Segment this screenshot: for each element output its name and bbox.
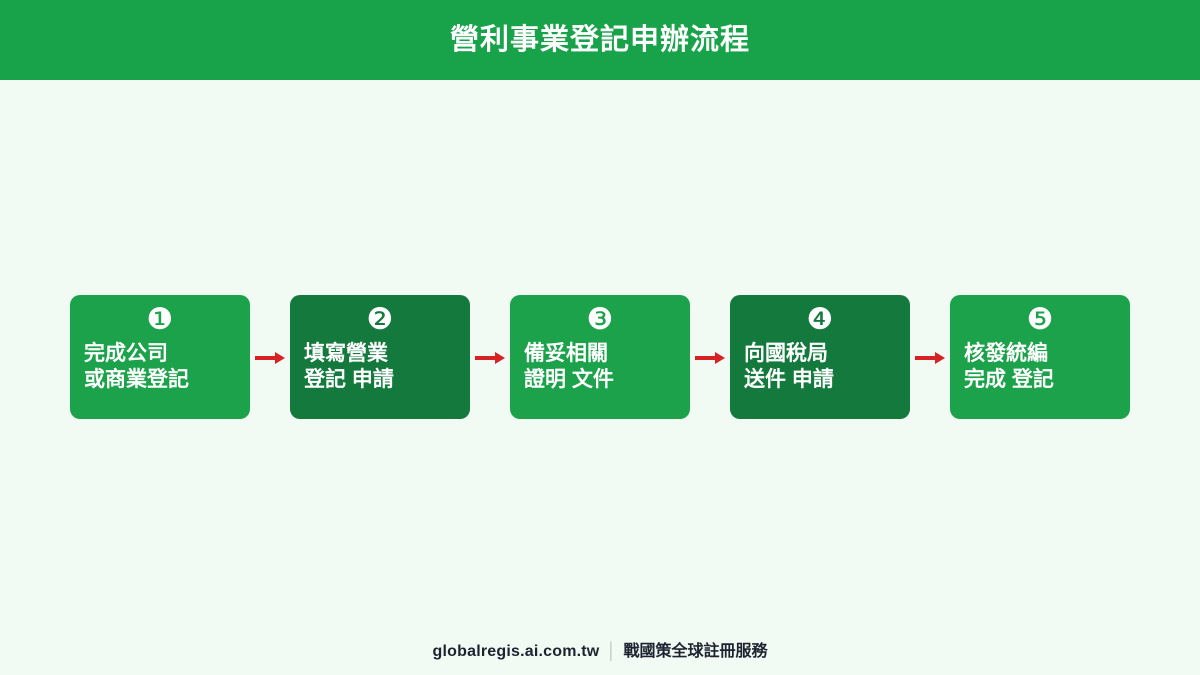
step-label-1: 完成公司 或商業登記 — [84, 342, 189, 391]
step-label-2: 填寫營業 登記 申請 — [304, 342, 394, 391]
step-label-5: 核發統編 完成 登記 — [964, 342, 1054, 391]
flow-connector-3-4 — [690, 295, 730, 419]
arrow-head — [275, 352, 285, 364]
step-number-badge-4: ❹ — [806, 302, 834, 337]
right-arrow-icon — [695, 352, 725, 364]
step-number-badge-5: ❺ — [1026, 302, 1054, 337]
flow-step-3[interactable]: ❸ 備妥相關 證明 文件 — [510, 295, 690, 419]
flow-step-5[interactable]: ❺ 核發統編 完成 登記 — [950, 295, 1130, 419]
step-number-badge-1: ❶ — [146, 302, 174, 337]
step-label-3: 備妥相關 證明 文件 — [524, 342, 614, 391]
right-arrow-icon — [475, 352, 505, 364]
arrow-shaft — [475, 356, 497, 360]
footer: globalregis.ai.com.tw │ 戰國策全球註冊服務 — [0, 641, 1200, 663]
step-number-badge-2: ❷ — [366, 302, 394, 337]
flow-step-2[interactable]: ❷ 填寫營業 登記 申請 — [290, 295, 470, 419]
right-arrow-icon — [915, 352, 945, 364]
flow-step-4[interactable]: ❹ 向國稅局 送件 申請 — [730, 295, 910, 419]
header-band: 營利事業登記申辦流程 — [0, 0, 1200, 80]
footer-website-url[interactable]: globalregis.ai.com.tw — [432, 643, 600, 660]
step-number-badge-3: ❸ — [586, 302, 614, 337]
process-flow-diagram: ❶ 完成公司 或商業登記 ❷ 填寫營業 登記 申請 ❸ 備妥相關 證明 文件 ❹… — [70, 295, 1130, 419]
footer-separator: │ — [606, 643, 617, 660]
page-title: 營利事業登記申辦流程 — [449, 23, 750, 56]
flow-connector-1-2 — [250, 295, 290, 419]
arrow-shaft — [255, 356, 277, 360]
step-label-4: 向國稅局 送件 申請 — [744, 342, 834, 391]
right-arrow-icon — [255, 352, 285, 364]
arrow-head — [715, 352, 725, 364]
arrow-head — [495, 352, 505, 364]
flow-step-1[interactable]: ❶ 完成公司 或商業登記 — [70, 295, 250, 419]
arrow-shaft — [695, 356, 717, 360]
arrow-shaft — [915, 356, 937, 360]
flow-connector-4-5 — [910, 295, 950, 419]
footer-brand-name: 戰國策全球註冊服務 — [623, 643, 768, 660]
arrow-head — [935, 352, 945, 364]
flow-connector-2-3 — [470, 295, 510, 419]
